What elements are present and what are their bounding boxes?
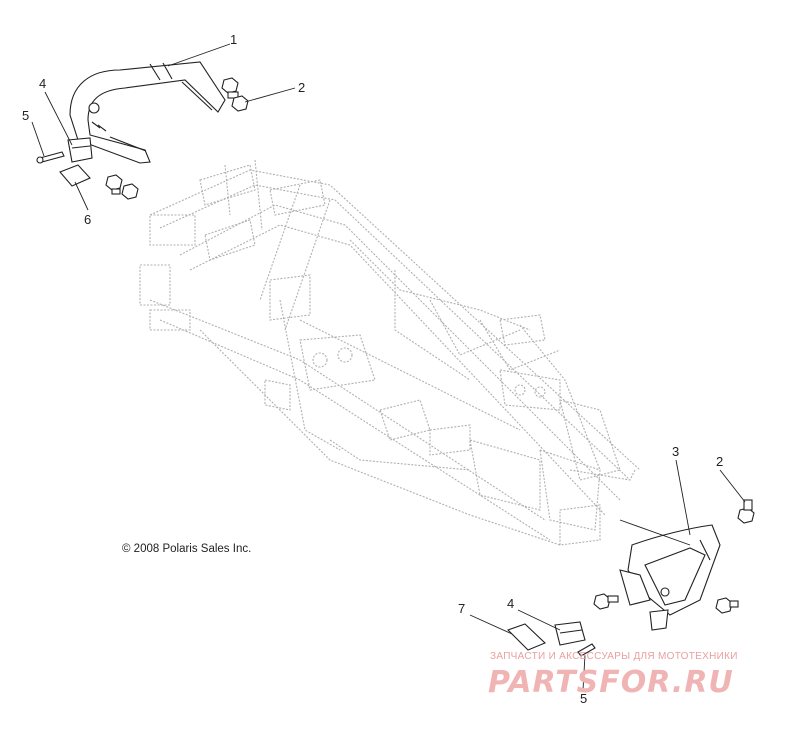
callout-2-right: 2: [716, 454, 723, 469]
copyright-notice: © 2008 Polaris Sales Inc.: [122, 543, 251, 555]
callout-7: 7: [458, 601, 465, 616]
rear-pin: [36, 151, 65, 164]
watermark-tagline: ЗАПЧАСТИ И АКСЕССУАРЫ ДЛЯ МОТОТЕХНИКИ: [490, 651, 738, 662]
bolt-top-1: [221, 77, 249, 112]
callout-3: 3: [672, 444, 679, 459]
rear-bracket: [67, 137, 93, 163]
callout-5-bottom: 5: [580, 691, 587, 706]
callout-5-top: 5: [22, 108, 29, 123]
bolt-front-2: [593, 593, 619, 610]
callout-2-top: 2: [298, 80, 305, 95]
rear-sleeve: [59, 164, 91, 187]
callout-1: 1: [230, 32, 237, 47]
bolt-rear-1: [105, 174, 139, 200]
front-pin: [577, 643, 596, 657]
bolt-front-3: [715, 597, 739, 614]
leader-lines: [31, 43, 746, 691]
rear-bumper: [69, 61, 226, 164]
callout-4-bottom: 4: [507, 596, 514, 611]
callout-4-top: 4: [39, 76, 46, 91]
front-bracket: [554, 621, 586, 646]
bolt-front-1: [737, 499, 755, 524]
front-bumper: [619, 524, 721, 631]
watermark-logo: PARTSFOR.RU: [488, 665, 734, 700]
callout-6: 6: [84, 212, 91, 227]
front-sleeve: [506, 623, 546, 651]
atv-frame: [139, 159, 641, 546]
